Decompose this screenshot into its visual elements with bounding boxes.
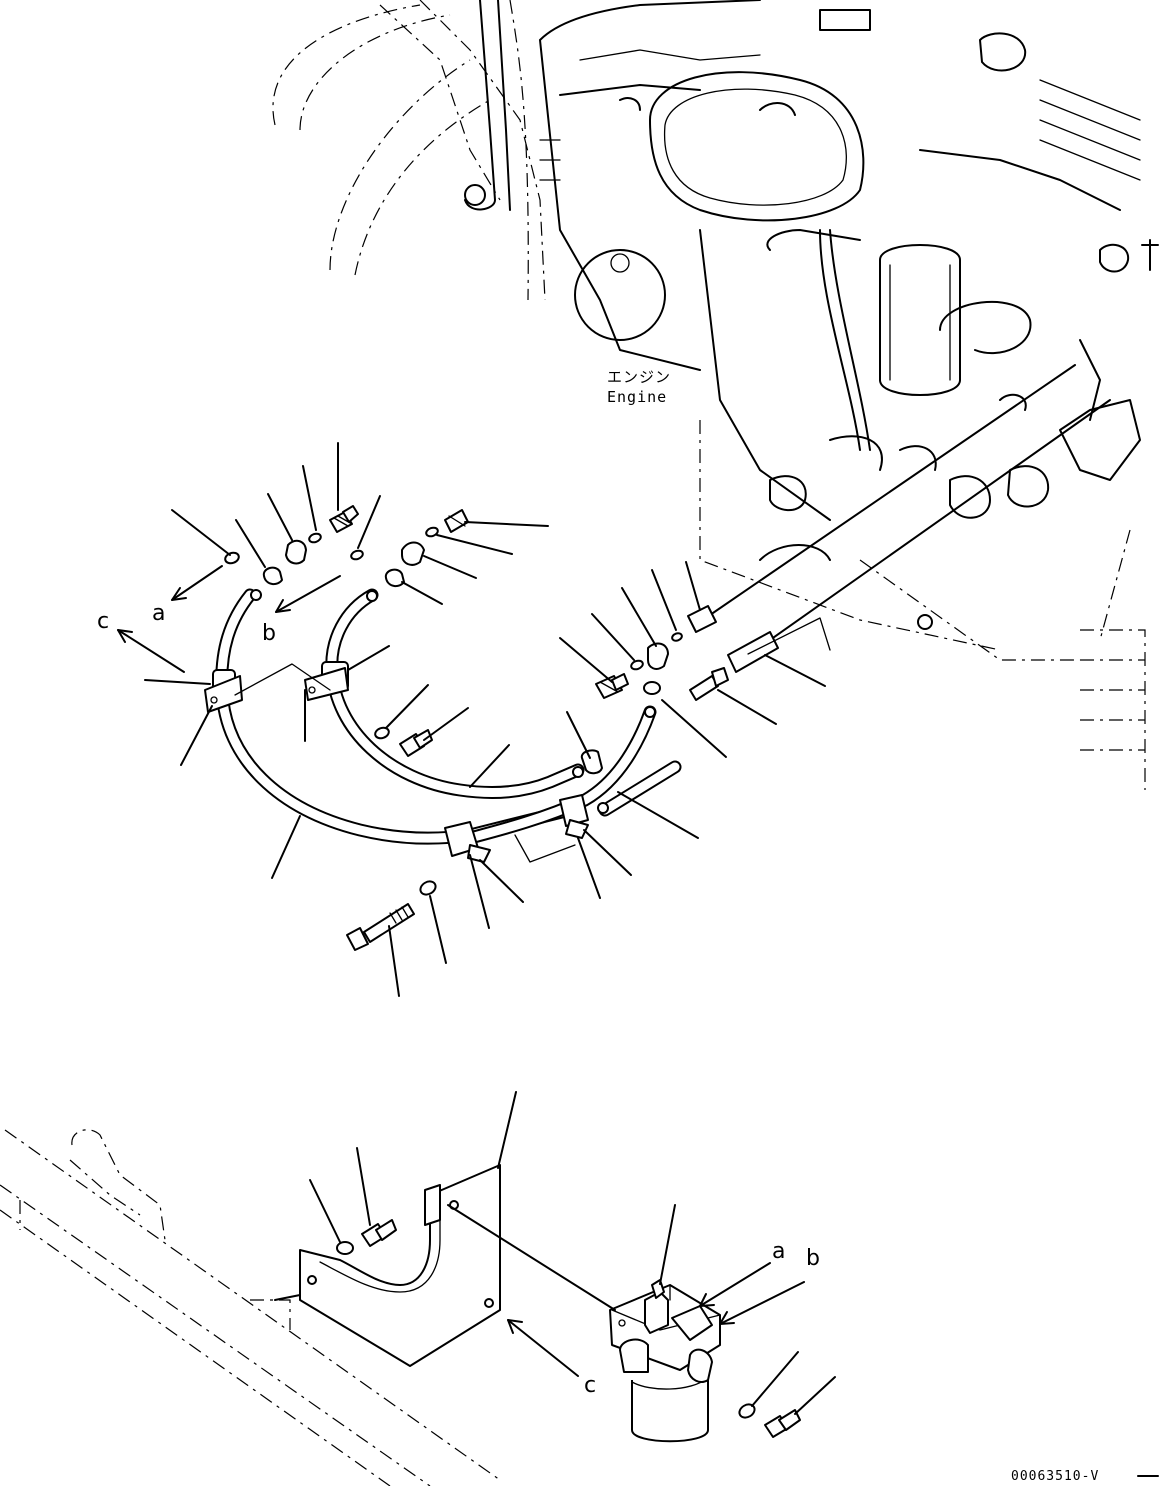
long-bolt-head (346, 927, 369, 951)
fuel-filter (447, 1204, 801, 1443)
leader-line-engine-1 (709, 364, 1076, 616)
washer-b2 (425, 526, 439, 538)
washer-c1 (630, 659, 644, 671)
fuel-hose-assembly (215, 588, 682, 845)
long-bolt-shaft (363, 903, 415, 943)
long-bolt-group (346, 726, 437, 951)
direction-arrows-lower (507, 1262, 805, 1377)
filter-vent-top (651, 1279, 665, 1299)
callout-leaders (144, 442, 826, 997)
bolt-e-thread (413, 729, 433, 749)
hose-end-b (366, 590, 378, 602)
hose-clamps (204, 661, 603, 863)
bracket-washer (336, 1241, 354, 1255)
filter-mount-guide (447, 1204, 616, 1311)
callout-b-lower: b (806, 1246, 820, 1271)
callout-b-upper: b (262, 621, 276, 646)
filter-port-b (687, 1348, 713, 1383)
fittings-left-group (224, 505, 469, 602)
clamp-4-tab (565, 819, 589, 839)
bracket-bolt-thread (375, 1219, 397, 1241)
clamp-3-tab (467, 844, 491, 863)
connector-d-nut (711, 667, 729, 687)
bracket-tab (424, 1184, 441, 1226)
drawing-code: 00063510-V (1011, 1469, 1099, 1484)
filter-port-left (619, 1338, 649, 1373)
guide-line-2 (514, 834, 576, 863)
clamp-4 (559, 794, 589, 827)
filter-mounting-bracket (299, 1164, 501, 1367)
banjo-fitting-a (285, 539, 307, 565)
hose-end-a (250, 589, 262, 601)
hose-end-e (572, 766, 584, 778)
filter-bowl (631, 1375, 709, 1443)
clamp-2-bracket (304, 667, 349, 701)
filter-washer (738, 1403, 756, 1419)
nut-c (687, 605, 717, 633)
callout-a-upper: a (152, 601, 165, 626)
banjo-fitting-c (647, 642, 669, 670)
callout-a-lower: a (772, 1239, 785, 1264)
filter-port-a (671, 1305, 713, 1341)
banjo-bolt-c-thread (611, 673, 629, 691)
guide-line-3 (747, 617, 831, 655)
engine-label-en: Engine (607, 388, 667, 406)
washer-e (374, 726, 390, 740)
clamp-5 (580, 749, 603, 775)
leader-line-engine-2 (769, 399, 1111, 641)
callout-leaders-lower (274, 1091, 836, 1415)
guide-line-1 (234, 663, 331, 696)
direction-arrows-upper (117, 565, 341, 673)
hose-clip-b (384, 568, 405, 588)
callout-c-upper: c (97, 609, 109, 634)
washer-a2 (308, 532, 322, 544)
filter-bolt-thread (778, 1409, 801, 1431)
banjo-fitting-b (401, 541, 425, 566)
washer-b1 (350, 549, 364, 561)
washer-a1 (224, 551, 240, 565)
engine-block (272, 0, 1159, 790)
bolt-a-thread (342, 505, 359, 523)
hose-clip-c (643, 681, 661, 695)
machine-frame (0, 1129, 501, 1486)
bracket-hole-3 (484, 1298, 494, 1308)
hose-end-c (644, 706, 656, 718)
washer-c2 (671, 632, 683, 642)
long-bolt-washer (419, 880, 437, 896)
bracket-hole-1 (307, 1275, 317, 1285)
hose-end-d (597, 802, 609, 814)
callout-c-lower: c (584, 1373, 596, 1398)
hose-clip-a (262, 566, 283, 586)
bracket-plate (299, 1164, 501, 1367)
engine-label-jp: エンジン (607, 368, 671, 386)
